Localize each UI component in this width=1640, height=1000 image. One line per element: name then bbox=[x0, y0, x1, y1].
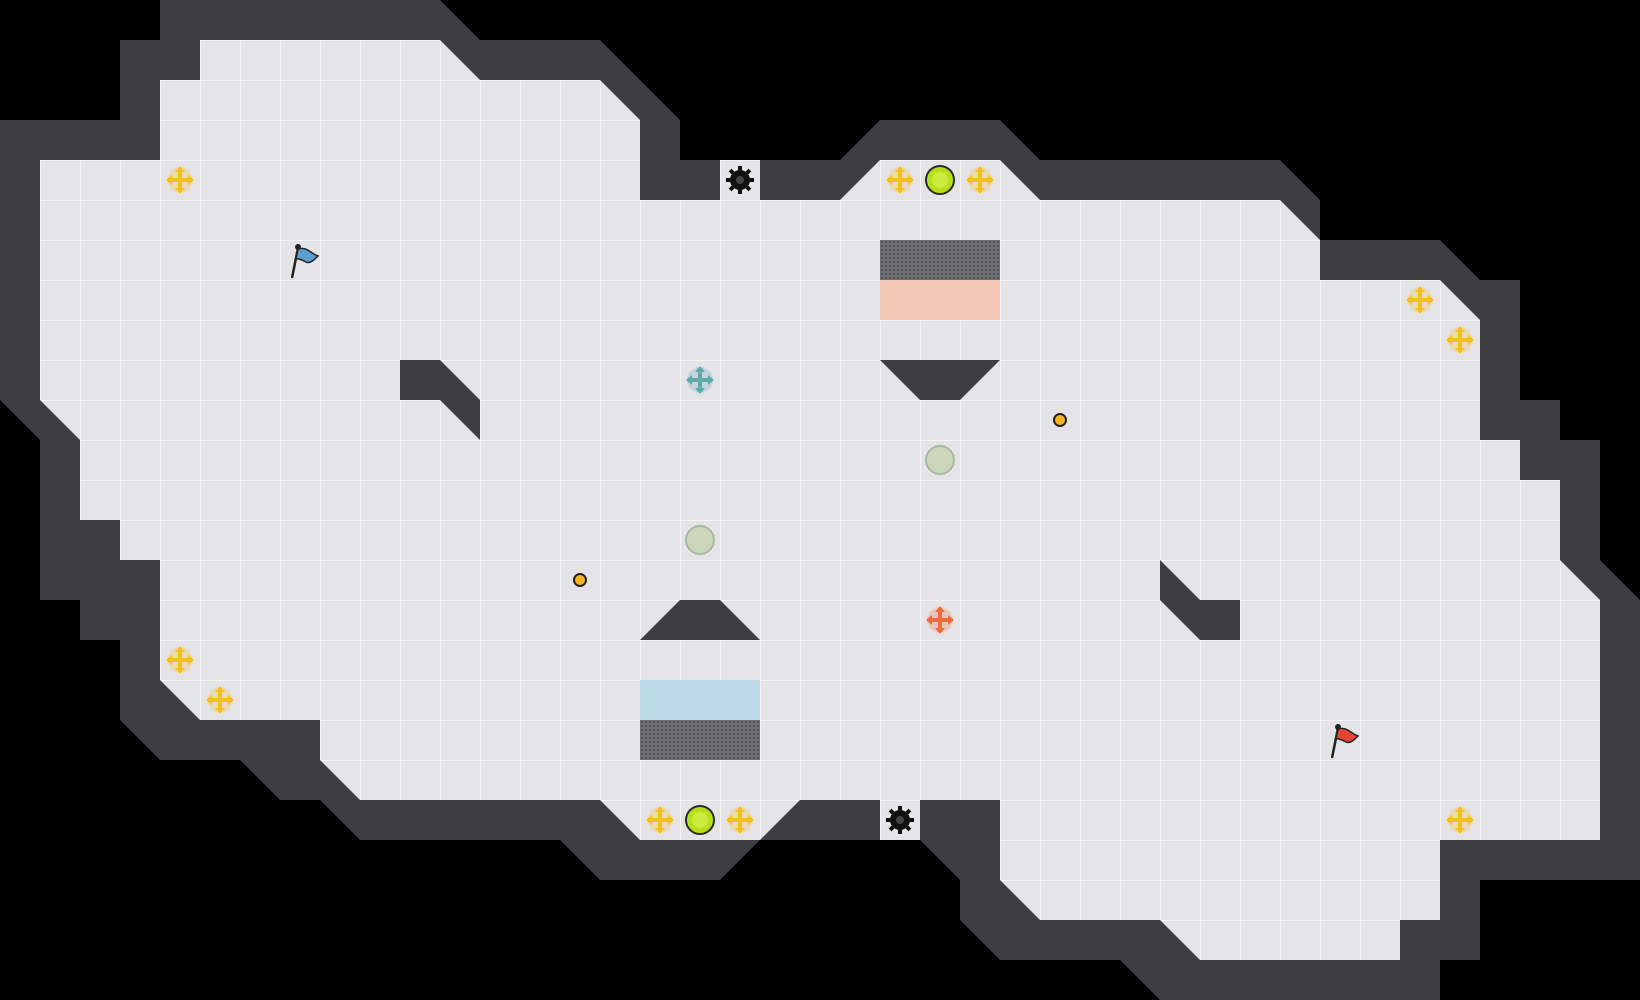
bomb-bottom[interactable] bbox=[886, 806, 914, 834]
blue-zone-tiles bbox=[640, 680, 760, 720]
arena-floor bbox=[40, 40, 1600, 960]
powerup-bottom[interactable] bbox=[685, 805, 715, 835]
red-flag-icon[interactable] bbox=[1330, 724, 1360, 759]
blue-gate-2 bbox=[680, 720, 720, 760]
boost-pad-icon[interactable] bbox=[1406, 286, 1434, 314]
wall-block-left bbox=[400, 360, 480, 440]
red-gate-2 bbox=[920, 240, 960, 280]
boost-pad-icon[interactable] bbox=[646, 806, 674, 834]
boost-pad-icon[interactable] bbox=[166, 166, 194, 194]
boost-pad-icon[interactable] bbox=[886, 166, 914, 194]
boost-pad-icon[interactable] bbox=[1446, 326, 1474, 354]
wall-block-right bbox=[1160, 560, 1240, 640]
bomb-top[interactable] bbox=[726, 166, 754, 194]
boost-pad-icon[interactable] bbox=[1446, 806, 1474, 834]
powerup-top[interactable] bbox=[925, 165, 955, 195]
red-gate-1 bbox=[880, 240, 920, 280]
blue-gate-1 bbox=[640, 720, 680, 760]
spawn-marker-center-left bbox=[685, 525, 715, 555]
spawn-marker-center-right bbox=[925, 445, 955, 475]
boost-pad-icon[interactable] bbox=[166, 646, 194, 674]
wall-wedge-top bbox=[880, 360, 1000, 400]
blue-gate-3 bbox=[720, 720, 760, 760]
boost-pad-icon[interactable] bbox=[966, 166, 994, 194]
small-boost-left[interactable] bbox=[573, 573, 587, 587]
small-boost-right[interactable] bbox=[1053, 413, 1067, 427]
boost-pad-icon[interactable] bbox=[206, 686, 234, 714]
red-zone-tiles bbox=[880, 280, 1000, 320]
blue-team-boost-icon[interactable] bbox=[686, 366, 714, 394]
red-gate-3 bbox=[960, 240, 1000, 280]
blue-flag-icon[interactable] bbox=[290, 244, 320, 279]
wall-wedge-bottom bbox=[640, 600, 760, 640]
red-team-boost-icon[interactable] bbox=[926, 606, 954, 634]
boost-pad-icon[interactable] bbox=[726, 806, 754, 834]
